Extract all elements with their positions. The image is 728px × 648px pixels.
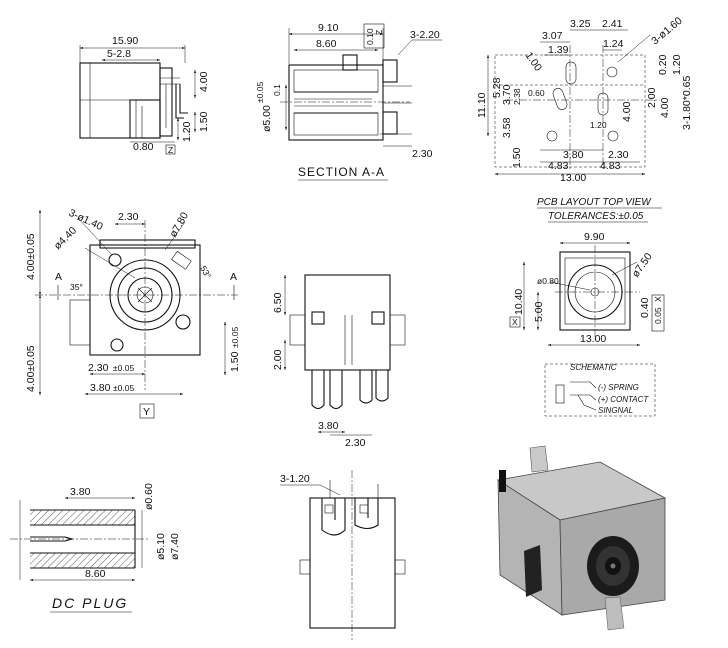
pcb-layout: 3.25 2.41 3.07 1.39 1.24 3-ø1.60 1.00 0.… — [476, 15, 693, 223]
front-dim-2-30b-tol: ±0.05 — [113, 363, 134, 373]
side-dim-2-00: 2.00 — [272, 349, 284, 370]
pcb-dim-4-00b: 4.00 — [621, 101, 633, 122]
pcb-dim-0-60: 0.60 — [528, 88, 545, 98]
pcb-dim-2-30: 2.30 — [608, 149, 629, 161]
front-dim-bottom: 4.00±0.05 — [25, 345, 37, 392]
top-left-side-view: 15.90 5-2.8 4.00 1.50 1.20 0.80 Z — [79, 35, 210, 155]
pcb-holes: 3-ø1.60 — [649, 15, 685, 48]
top-dim-0-80: ø0.80 — [537, 276, 559, 286]
front-dim-1-50-tol: ±0.05 — [230, 327, 240, 348]
pin-detail-view: 3-1.20 — [280, 470, 406, 640]
side-dim-2-30: 2.30 — [345, 437, 366, 449]
dim-4-00: 4.00 — [198, 71, 210, 92]
pcb-dim-3-07: 3.07 — [542, 30, 563, 42]
dim-5-2-8: 5-2.8 — [107, 48, 131, 60]
tol-0-10: 0.10 — [365, 28, 375, 45]
top-tol-ref: X — [653, 296, 663, 302]
schematic-contact: (+) CONTACT — [598, 395, 649, 404]
product-render-image — [496, 445, 667, 631]
dim-dia-tol: ±0.05 — [255, 82, 265, 103]
pcb-tolerance: TOLERANCES:±0.05 — [548, 211, 644, 222]
front-dim-7-80: ø7.80 — [167, 210, 191, 239]
pcb-dim-3-25: 3.25 — [570, 18, 591, 30]
front-dim-1-50: 1.50 — [229, 351, 241, 372]
top-dim-7-50: ø7.50 — [630, 251, 655, 280]
pcb-dim-1-00: 1.00 — [523, 50, 545, 74]
dim-2-30: 2.30 — [412, 148, 433, 160]
top-dim-5-00: 5.00 — [533, 301, 545, 322]
front-angle1: 35° — [70, 282, 83, 292]
pcb-dim-2-38: 2.38 — [512, 88, 522, 105]
front-dim-3-80-tol: ±0.05 — [113, 383, 134, 393]
plug-dim-5-10: ø5.10 — [155, 533, 167, 560]
dim-1-50: 1.50 — [198, 111, 210, 132]
pcb-dim-1-50: 1.50 — [511, 147, 523, 168]
front-dim-height: 4.00±0.05 — [25, 233, 37, 280]
top-dim-10-40: 10.40 — [513, 289, 525, 315]
pcb-dim-3-58: 3.58 — [501, 117, 513, 138]
pcb-dim-1-24: 1.24 — [603, 38, 624, 50]
dim-8-60: 8.60 — [316, 38, 337, 50]
plug-dim-7-40: ø7.40 — [169, 533, 181, 560]
front-dim-2-30: 2.30 — [118, 211, 139, 223]
front-dim-3-80: 3.80 — [90, 382, 111, 394]
side-view: 6.50 2.00 3.80 2.30 — [272, 274, 406, 449]
pcb-dim-4-83a: 4.83 — [548, 160, 569, 172]
plug-dim-8-60: 8.60 — [85, 568, 106, 580]
pcb-slot: 3-1.80*0.65 — [681, 76, 693, 130]
plug-dim-0-60: ø0.60 — [143, 483, 155, 510]
schematic: SCHEMATIC (-) SPRING (+) CONTACT SINGNAL — [544, 363, 656, 417]
side-dim-6-50: 6.50 — [272, 292, 284, 313]
pcb-dim-2-00: 2.00 — [646, 87, 658, 108]
front-view: 4.00±0.05 4.00±0.05 2.30 3-ø1.40 ø7.80 ø… — [25, 207, 241, 419]
top-dim-0-40: 0.40 — [639, 297, 651, 318]
pcb-dim-11-10: 11.10 — [476, 92, 488, 118]
pcb-dim-1-20b: 1.20 — [590, 120, 607, 130]
pcb-dim-4-00: 4.00 — [659, 97, 671, 118]
datum-z: Z — [168, 145, 173, 155]
top-view: 9.90 ø7.50 ø0.80 10.40 5.00 0.40 0.05 X … — [509, 231, 665, 347]
top-dim-9-90: 9.90 — [584, 231, 605, 243]
plug-dim-3-80: 3.80 — [70, 486, 91, 498]
schematic-title: SCHEMATIC — [570, 363, 617, 372]
pcb-dim-0-20: 0.20 — [657, 54, 669, 75]
dim-3-2-20: 3-2.20 — [410, 29, 440, 41]
front-axis-y: Y — [143, 406, 150, 418]
dim-0-80: 0.80 — [133, 141, 154, 153]
pcb-dim-5-28: 5.28 — [491, 77, 503, 98]
section-title: SECTION A-A — [298, 165, 385, 179]
pcb-title: PCB LAYOUT TOP VIEW — [537, 197, 652, 208]
pcb-dim-1-20a: 1.20 — [671, 54, 683, 75]
front-label-a-left: A — [55, 271, 62, 283]
pcb-dim-1-39: 1.39 — [548, 44, 569, 56]
pcb-dim-2-41: 2.41 — [602, 18, 623, 30]
dc-plug: 3.80 ø0.60 ø5.10 ø7.40 8.60 DC PLUG — [10, 483, 181, 613]
dim-15-90: 15.90 — [112, 35, 138, 47]
front-label-a-right: A — [230, 271, 237, 283]
pin-label: 3-1.20 — [280, 473, 310, 485]
section-a-a: 9.10 8.60 0.10 Z 3-2.20 ø5.00 ±0.05 0.1 … — [255, 22, 442, 181]
front-dim-4-40: ø4.40 — [52, 225, 80, 253]
dim-1-20: 1.20 — [181, 121, 193, 142]
pcb-dim-3-70: 3.70 — [501, 84, 513, 105]
pcb-dim-13-00: 13.00 — [560, 172, 586, 184]
top-tol: 0.05 — [653, 307, 663, 324]
pcb-dim-4-83b: 4.83 — [600, 160, 621, 172]
schematic-spring: (-) SPRING — [598, 383, 639, 392]
schematic-signal: SINGNAL — [598, 406, 633, 415]
dim-dia-5-00: ø5.00 — [261, 105, 273, 132]
top-dim-13-00: 13.00 — [580, 333, 606, 345]
front-dim-2-30b: 2.30 — [88, 362, 109, 374]
plug-title: DC PLUG — [52, 595, 128, 611]
tol-ref-z: Z — [374, 30, 384, 35]
top-datum: X — [512, 317, 518, 327]
dim-9-10: 9.10 — [318, 22, 339, 34]
pcb-dim-3-80: 3.80 — [563, 149, 584, 161]
dim-0-1: 0.1 — [272, 84, 282, 96]
side-dim-3-80: 3.80 — [318, 420, 339, 432]
